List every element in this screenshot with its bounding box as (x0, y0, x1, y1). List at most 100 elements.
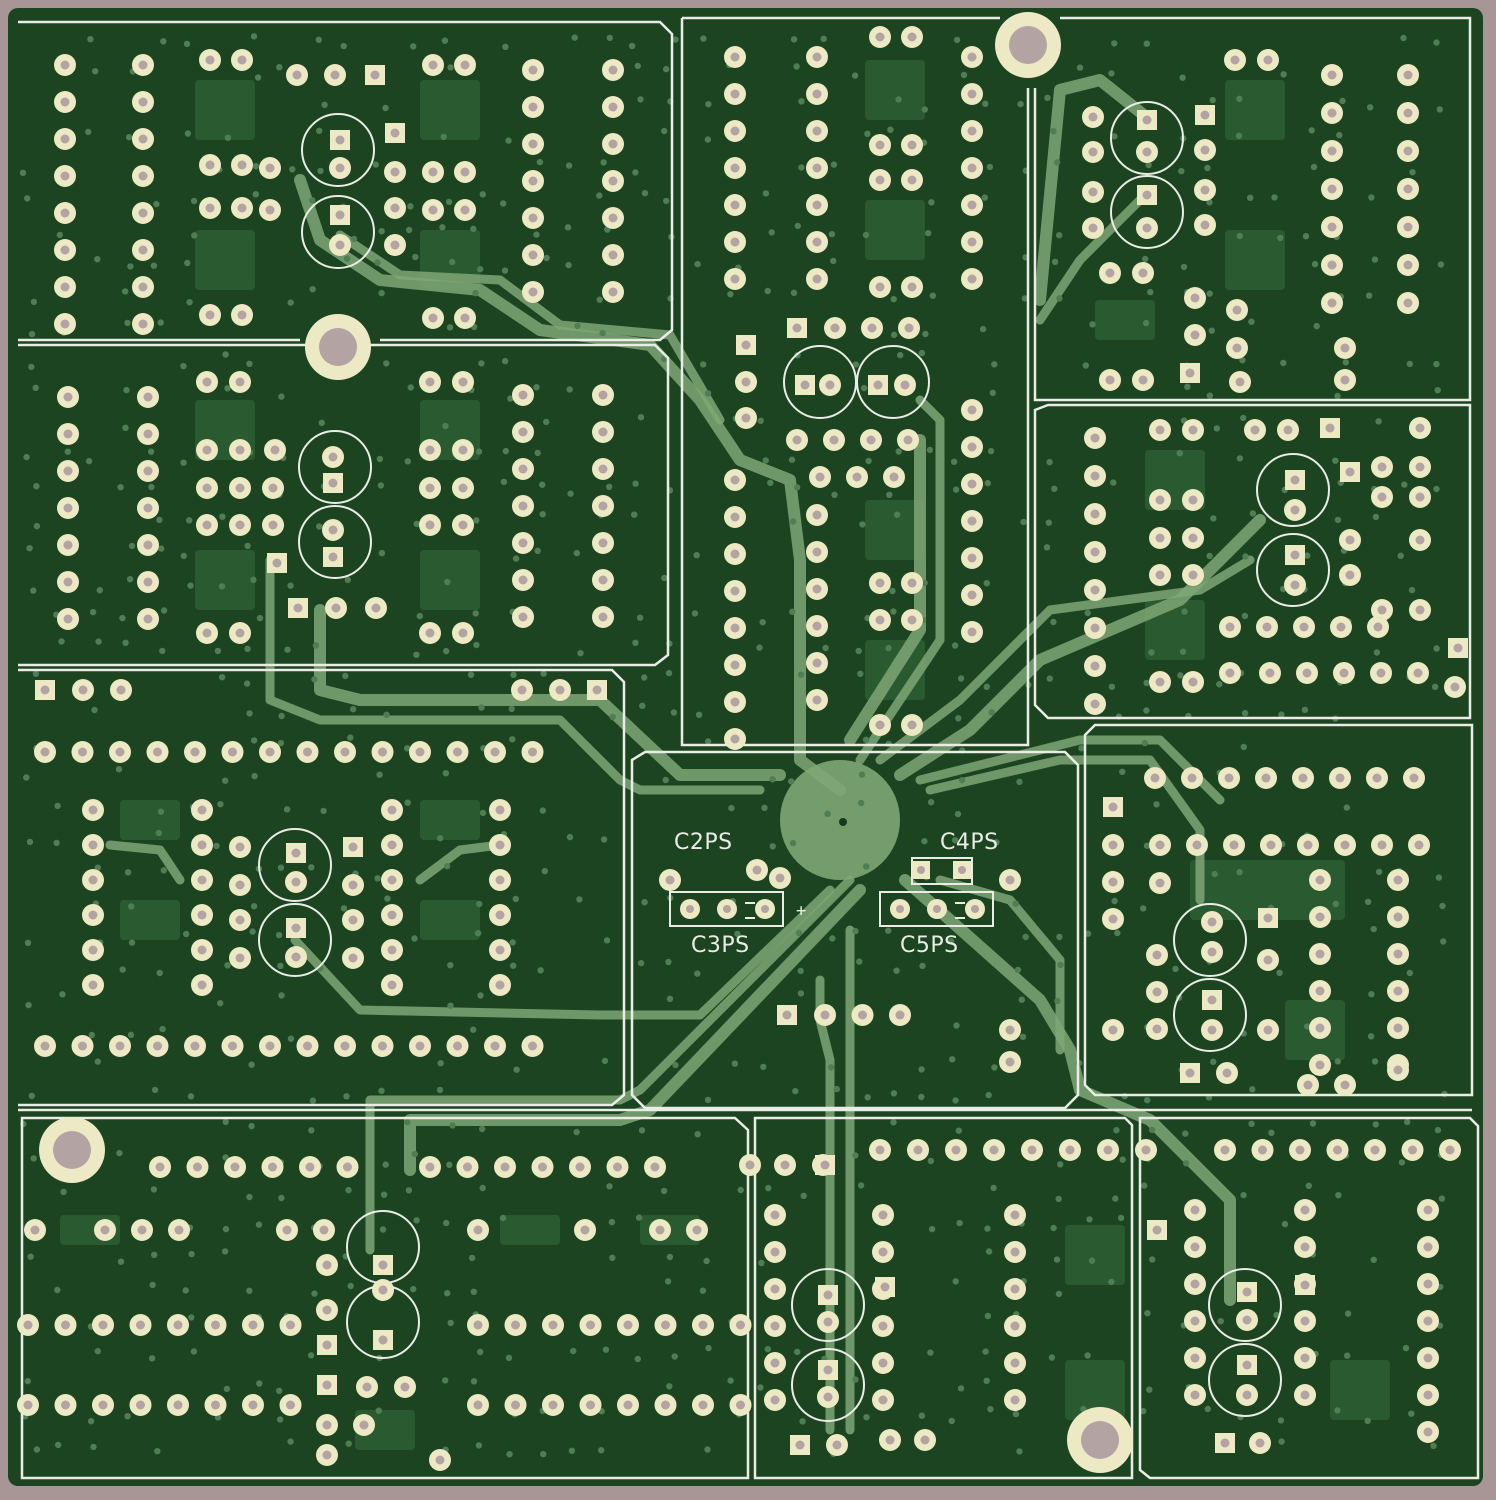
via-icon (927, 1157, 935, 1165)
connector-layer (669, 857, 994, 927)
pad-drill (63, 392, 73, 402)
via-icon (116, 1149, 123, 1157)
via-icon (90, 1443, 97, 1451)
pad-drill (880, 1282, 890, 1292)
via-icon (1309, 1120, 1317, 1127)
pad-drill (190, 747, 200, 757)
via-icon (467, 671, 475, 678)
via-icon (439, 224, 446, 231)
pad-drill (1327, 146, 1337, 156)
mounting-hole-drill (53, 1131, 91, 1169)
pad-drill (1265, 668, 1275, 678)
pad-drill (829, 435, 839, 445)
copper-pour (865, 60, 925, 120)
pad-drill (237, 55, 247, 65)
pad-drill (812, 200, 822, 210)
pad-drill (1250, 425, 1260, 435)
pad-drill (143, 577, 153, 587)
via-icon (1022, 933, 1029, 941)
via-icon (1334, 516, 1342, 524)
pad-drill (1315, 1023, 1325, 1033)
via-icon (1084, 930, 1092, 937)
pad-drill (490, 1041, 500, 1051)
pad-drill (518, 538, 528, 548)
pad-drill (1108, 840, 1118, 850)
pad-drill (1414, 840, 1424, 850)
pad-drill (900, 380, 910, 390)
pad-drill (390, 203, 400, 213)
via-icon (1143, 707, 1150, 714)
via-icon (188, 1250, 195, 1258)
pad-drill (967, 89, 977, 99)
via-icon (277, 864, 285, 871)
pad-drill (197, 840, 207, 850)
pad-drill (1255, 1438, 1265, 1448)
via-icon (666, 1383, 673, 1390)
connector-silk-mark (745, 902, 965, 919)
via-icon (573, 549, 580, 557)
via-icon (1057, 1161, 1064, 1168)
via-icon (1045, 519, 1053, 526)
via-icon (790, 289, 798, 296)
via-icon (1302, 233, 1310, 240)
pad-drill (1090, 471, 1100, 481)
via-icon (470, 225, 477, 233)
via-icon (600, 836, 608, 843)
pad-drill (88, 910, 98, 920)
via-icon (568, 1447, 576, 1455)
via-icon (64, 448, 72, 455)
via-icon (256, 1380, 263, 1387)
pad-drill (907, 720, 917, 730)
via-icon (1247, 194, 1254, 201)
via-icon (1241, 709, 1249, 717)
pad-drill (528, 139, 538, 149)
via-icon (1367, 104, 1374, 111)
via-icon (1398, 1159, 1406, 1166)
via-layer (19, 33, 1448, 1458)
pad-drill (390, 128, 400, 138)
via-icon (956, 1219, 963, 1227)
via-icon (127, 1031, 135, 1039)
via-icon (1242, 553, 1249, 560)
via-icon (224, 385, 231, 392)
via-icon (117, 484, 124, 491)
pad-drill (1207, 917, 1217, 927)
pad-drill (1340, 375, 1350, 385)
via-icon (926, 446, 934, 454)
pad-drill (428, 167, 438, 177)
pad-drill (812, 658, 822, 668)
via-icon (1371, 256, 1379, 263)
pad-drill (866, 435, 876, 445)
pad-drill (1152, 1024, 1162, 1034)
via-icon (1236, 455, 1244, 462)
via-icon (543, 254, 550, 262)
via-icon (24, 939, 32, 946)
via-icon (444, 1290, 451, 1297)
pad-drill (202, 628, 212, 638)
pad-drill (153, 747, 162, 757)
pad-drill (1303, 840, 1313, 850)
via-icon (536, 158, 544, 166)
via-icon (405, 226, 413, 234)
pad-drill (1393, 1023, 1403, 1033)
electrolytic-capacitor-icon (258, 903, 332, 977)
pad-drill (1065, 1145, 1075, 1155)
via-icon (929, 292, 936, 299)
pad-drill (1423, 1353, 1433, 1363)
pad-drill (292, 70, 302, 80)
via-icon (222, 1154, 229, 1161)
c2ps-label: C2PS (674, 830, 733, 855)
copper-trace (844, 434, 926, 746)
pad-drill (1155, 533, 1165, 543)
via-icon (1108, 683, 1116, 690)
pad-drill (1152, 987, 1162, 997)
via-icon (1332, 900, 1340, 908)
pad-drill (1450, 682, 1460, 692)
pad-drill (1090, 585, 1100, 595)
via-icon (1076, 64, 1084, 71)
via-icon (764, 1346, 771, 1353)
via-icon (1012, 900, 1019, 907)
copper-pour (195, 80, 255, 140)
via-icon (764, 287, 771, 295)
via-icon (989, 389, 996, 396)
